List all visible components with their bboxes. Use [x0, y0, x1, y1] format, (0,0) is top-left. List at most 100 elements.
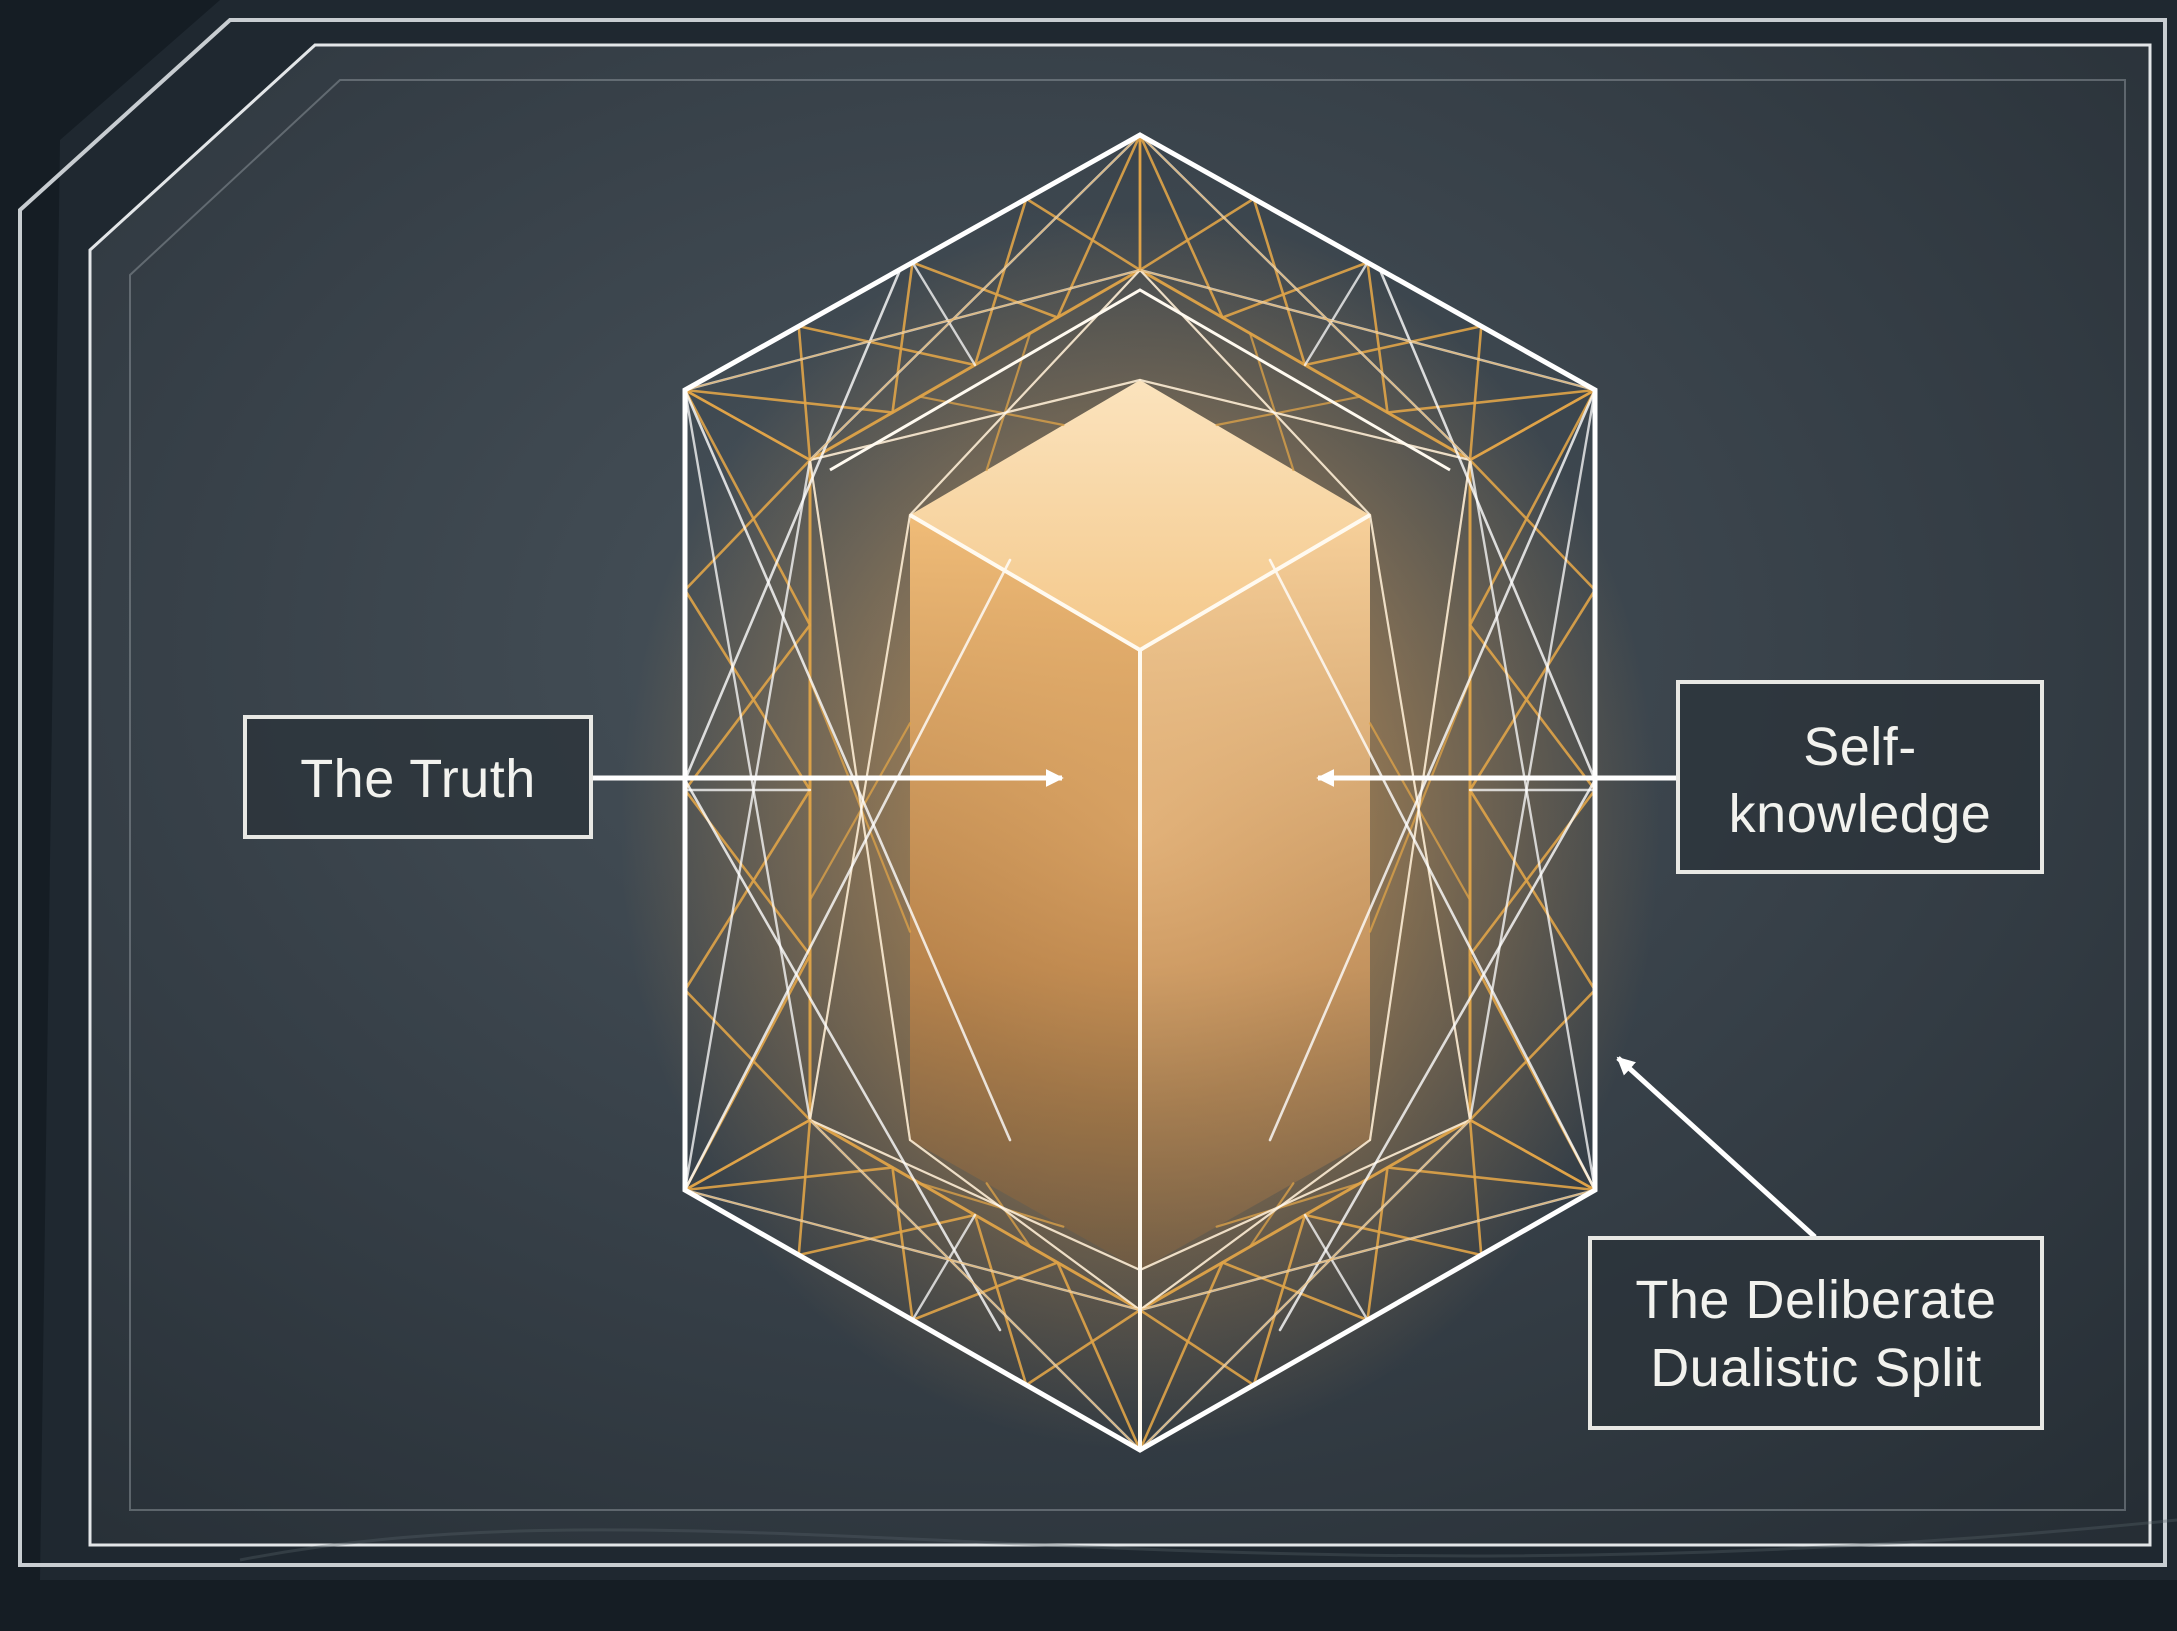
lattice-line [1469, 389, 1596, 461]
core-edges [829, 288, 1451, 1450]
lattice-line [1248, 332, 1295, 472]
panel-bevel [129, 79, 2126, 1511]
lattice-line [1252, 1213, 1307, 1387]
lattice-line [1138, 378, 1472, 462]
lattice-line [1221, 1261, 1369, 1322]
lattice-line [1468, 623, 1597, 792]
lattice-line [683, 268, 902, 782]
lattice-line [1386, 1166, 1597, 1192]
lattice-line [1139, 134, 1471, 461]
lattice-line [1386, 388, 1597, 414]
geometric-lattice [683, 133, 1597, 1452]
lattice-line [683, 778, 1002, 1332]
lattice-line [683, 388, 894, 414]
lattice-line [973, 1213, 1028, 1387]
lattice-line [891, 261, 914, 414]
lattice-line [1138, 1261, 1224, 1452]
lattice-line [684, 269, 1141, 391]
lattice-line [684, 1119, 811, 1191]
lattice-line [683, 388, 1012, 1142]
lattice-line [683, 623, 812, 792]
lattice-line [1468, 388, 1597, 1122]
lattice-line [809, 1119, 1141, 1451]
lattice-line [985, 1182, 1032, 1248]
lattice-line [683, 988, 812, 1122]
lattice-line [683, 388, 812, 1122]
lattice-line [1268, 558, 1597, 1192]
lattice-line [1468, 324, 1483, 462]
lattice-line [1024, 197, 1142, 272]
lattice-line [911, 261, 1059, 319]
lattice-line [911, 1213, 977, 1322]
self-knowledge-text-line1: Self- [1803, 717, 1917, 777]
lattice-line [1139, 269, 1596, 391]
hexagon-outline [682, 132, 1598, 1453]
lattice-line [683, 558, 1012, 1192]
lattice-line [1138, 197, 1256, 272]
lattice-line [1469, 1119, 1596, 1191]
lattice-line [918, 1182, 1065, 1228]
lattice-line [808, 513, 912, 1122]
split-text-line2: Dualistic Split [1650, 1338, 1982, 1398]
truth-text: The Truth [300, 749, 536, 809]
label-the-truth: The Truth [243, 715, 593, 839]
label-box [1588, 1236, 2044, 1430]
lattice-line [797, 1118, 812, 1257]
lattice-line [1468, 458, 1597, 1192]
lattice-line [809, 134, 1141, 461]
lattice-line [985, 332, 1032, 472]
lattice-line [1468, 588, 1597, 792]
lattice-line [684, 1189, 1141, 1311]
lattice-line [1303, 1213, 1483, 1257]
lattice-line [1303, 261, 1369, 367]
lattice-line [808, 378, 1142, 462]
split-arrow [1616, 1056, 1817, 1239]
lattice-line [1215, 1182, 1362, 1228]
connector-arrows [592, 769, 1817, 1239]
split-text-line1: The Deliberate [1635, 1270, 1996, 1330]
outer-frame [18, 18, 2167, 1567]
lattice-line [1138, 1308, 1256, 1387]
core-left-face [910, 515, 1140, 1270]
lattice-line [1303, 324, 1483, 367]
lattice-line [797, 1213, 977, 1257]
lattice-line [684, 389, 811, 461]
lattice-line [1368, 513, 1472, 1122]
lattice-line [1378, 268, 1597, 782]
label-deliberate-split: The Deliberate Dualistic Split [1588, 1236, 2044, 1430]
self-knowledge-text-line2: knowledge [1729, 784, 1992, 844]
lattice-line [797, 324, 812, 462]
lattice-line [1024, 1308, 1142, 1387]
lattice-line [1468, 458, 1597, 592]
lattice-line [1366, 1166, 1389, 1322]
lattice-line [1138, 1138, 1372, 1312]
lattice-line [1468, 1118, 1483, 1257]
lattice-line [683, 588, 812, 792]
core-right-face [1140, 515, 1370, 1270]
lattice-line [1366, 261, 1389, 414]
lattice-line [908, 1138, 1142, 1312]
lattice-line [891, 1166, 914, 1322]
label-box [243, 715, 593, 839]
lattice-line [1215, 395, 1362, 427]
lattice-line [1221, 261, 1369, 319]
lattice-line [911, 1261, 1059, 1322]
label-self-knowledge: Self- knowledge [1676, 680, 2044, 874]
lattice-line [911, 261, 977, 367]
lattice-line [918, 395, 1065, 427]
label-box [1676, 680, 2044, 874]
lattice-line [1268, 388, 1597, 1142]
lattice-line [1303, 1213, 1369, 1322]
lattice-line [1278, 778, 1597, 1332]
lattice-line [1138, 1118, 1472, 1272]
lattice-line [808, 1118, 1142, 1272]
lattice-line [1248, 1182, 1295, 1248]
lattice-line [1252, 197, 1307, 367]
lattice-line [1368, 458, 1472, 1142]
lattice-line [797, 324, 977, 367]
lattice-line [973, 197, 1028, 367]
lattice-line [1468, 988, 1597, 1122]
lattice-line [1139, 1119, 1471, 1451]
